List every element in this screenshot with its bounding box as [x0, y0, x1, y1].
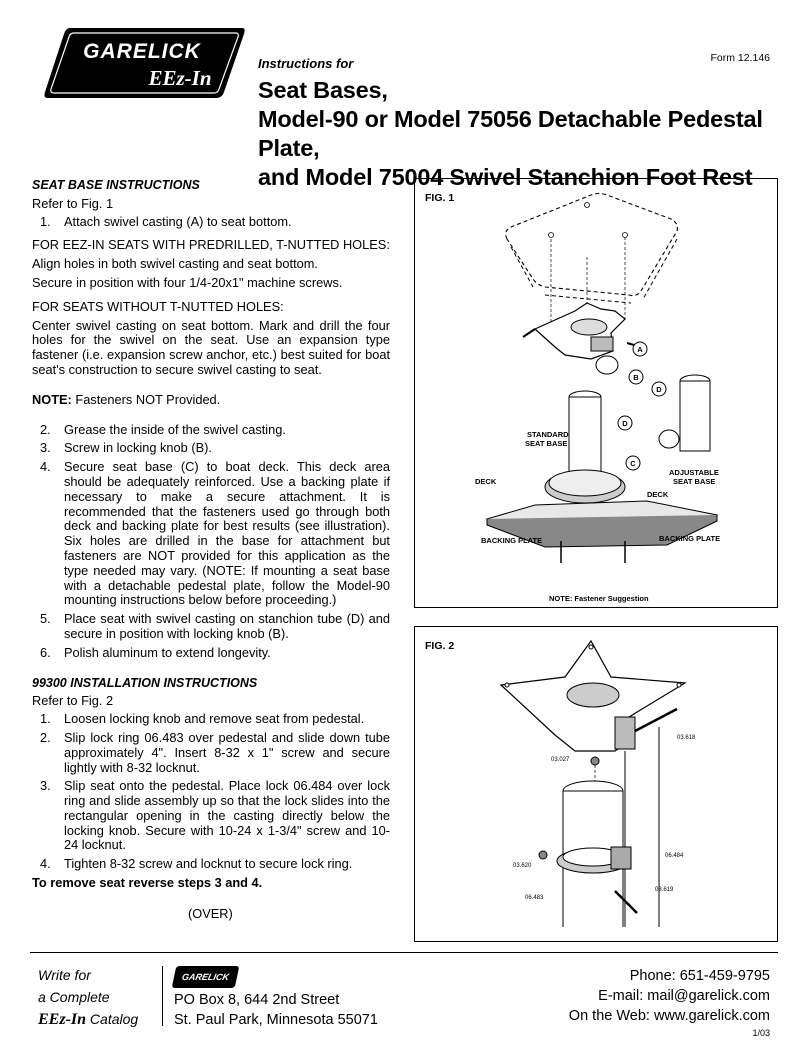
contact-block: Phone: 651-459-9795 E-mail: mail@garelic…: [569, 966, 770, 1026]
backing-left: BACKING PLATE: [481, 536, 542, 545]
web-text: On the Web: www.garelick.com: [568, 1008, 770, 1024]
instructions-for: Instructions for: [258, 56, 354, 71]
footer-vertical-divider: [162, 966, 163, 1026]
catalog-promo: Write for a Complete EEz-In Catalog: [38, 964, 138, 1031]
standard-label: STANDARD: [527, 430, 569, 439]
phone-text: Phone: 651-459-9795: [629, 968, 770, 984]
subheading: FOR EEZ-IN SEATS WITH PREDRILLED, T-NUTT…: [32, 237, 390, 253]
promo-line: Write for: [38, 967, 91, 983]
list-item: 4.Secure seat base (C) to boat deck. Thi…: [40, 459, 390, 608]
label-a: A: [637, 345, 643, 354]
instruction-text: Center swivel casting on seat bottom. Ma…: [32, 317, 390, 377]
list-item: 2.Slip lock ring 06.483 over pedestal an…: [40, 729, 390, 775]
title-line: and Model 75004 Swivel Stanchion Foot Re…: [258, 164, 753, 190]
promo-line: a Complete: [38, 989, 110, 1005]
list-item: 2.Grease the inside of the swivel castin…: [40, 421, 286, 437]
backing-right: BACKING PLATE: [659, 534, 720, 543]
label-b: B: [633, 373, 639, 382]
list-item: 3.Screw in locking knob (B).: [40, 440, 212, 456]
instructions-column: SEAT BASE INSTRUCTIONS Refer to Fig. 1 1…: [32, 178, 390, 922]
garelick-logo: GARELICK EEz-In: [42, 22, 247, 102]
title-line: Seat Bases,: [258, 77, 388, 103]
list-item: 4.Tighten 8-32 screw and locknut to secu…: [40, 856, 353, 872]
label-d2: D: [656, 385, 662, 394]
email-text: E-mail: mail@garelick.com: [598, 988, 770, 1004]
fastener-note: NOTE: Fastener Suggestion: [549, 594, 649, 603]
refer-text: Refer to Fig. 2: [32, 693, 114, 709]
deck-left: DECK: [475, 477, 497, 486]
figure-2: FIG. 2 03.618 03.027 06.484 03.620 03.61…: [414, 626, 778, 942]
refer-text: Refer to Fig. 1: [32, 195, 114, 211]
part-03-619: 03.619: [655, 887, 674, 893]
address-line: St. Paul Park, Minnesota 55071: [174, 1012, 378, 1028]
deck-right: DECK: [647, 490, 669, 499]
list-item: 1.Attach swivel casting (A) to seat bott…: [40, 213, 292, 229]
list-item: 3.Slip seat onto the pedestal. Place loc…: [40, 778, 390, 853]
part-03-027: 03.027: [551, 757, 570, 763]
logo-brand-text: GARELICK: [83, 40, 202, 63]
subheading: FOR SEATS WITHOUT T-NUTTED HOLES:: [32, 298, 284, 314]
remove-note: To remove seat reverse steps 3 and 4.: [32, 875, 263, 891]
label-c: C: [630, 459, 636, 468]
address-block: GARELICK PO Box 8, 644 2nd Street St. Pa…: [171, 966, 378, 1030]
part-03-620: 03.620: [513, 863, 532, 869]
part-03-618: 03.618: [677, 735, 696, 741]
fig2-label: FIG. 2: [425, 640, 454, 652]
label-d: D: [622, 419, 628, 428]
standard-label: SEAT BASE: [525, 439, 567, 448]
fig1-label: FIG. 1: [425, 192, 454, 204]
small-logo: GARELICK: [171, 966, 240, 988]
adjustable-label: SEAT BASE: [673, 477, 715, 486]
figure-1: FIG. 1 A B D STANDARD SEAT BASE: [414, 178, 778, 608]
part-06-483: 06.483: [525, 895, 544, 901]
form-number: Form 12.146: [710, 52, 770, 64]
logo-sub-text: EEz-In: [147, 66, 211, 90]
section-heading: 99300 INSTALLATION INSTRUCTIONS: [32, 675, 258, 690]
page-title: Seat Bases, Model-90 or Model 75056 Deta…: [258, 76, 808, 192]
list-item: 6.Polish aluminum to extend longevity.: [40, 644, 271, 660]
over-text: (OVER): [188, 905, 233, 921]
list-item: 5.Place seat with swivel casting on stan…: [40, 611, 390, 641]
promo-line: EEz-In Catalog: [38, 1011, 139, 1028]
section-heading: SEAT BASE INSTRUCTIONS: [32, 178, 200, 192]
list-item: 1.Loosen locking knob and remove seat fr…: [40, 711, 365, 727]
adjustable-label: ADJUSTABLE: [669, 468, 719, 477]
address-line: PO Box 8, 644 2nd Street: [174, 992, 340, 1008]
footer-divider: [30, 952, 778, 953]
title-line: Model-90 or Model 75056 Detachable Pedes…: [258, 106, 763, 161]
instruction-text: Secure in position with four 1/4-20x1" m…: [32, 274, 343, 290]
revision-date: 1/03: [752, 1028, 770, 1038]
part-06-484: 06.484: [665, 853, 684, 859]
instruction-text: Align holes in both swivel casting and s…: [32, 256, 318, 272]
note-text: NOTE: Fasteners NOT Provided.: [32, 391, 221, 407]
